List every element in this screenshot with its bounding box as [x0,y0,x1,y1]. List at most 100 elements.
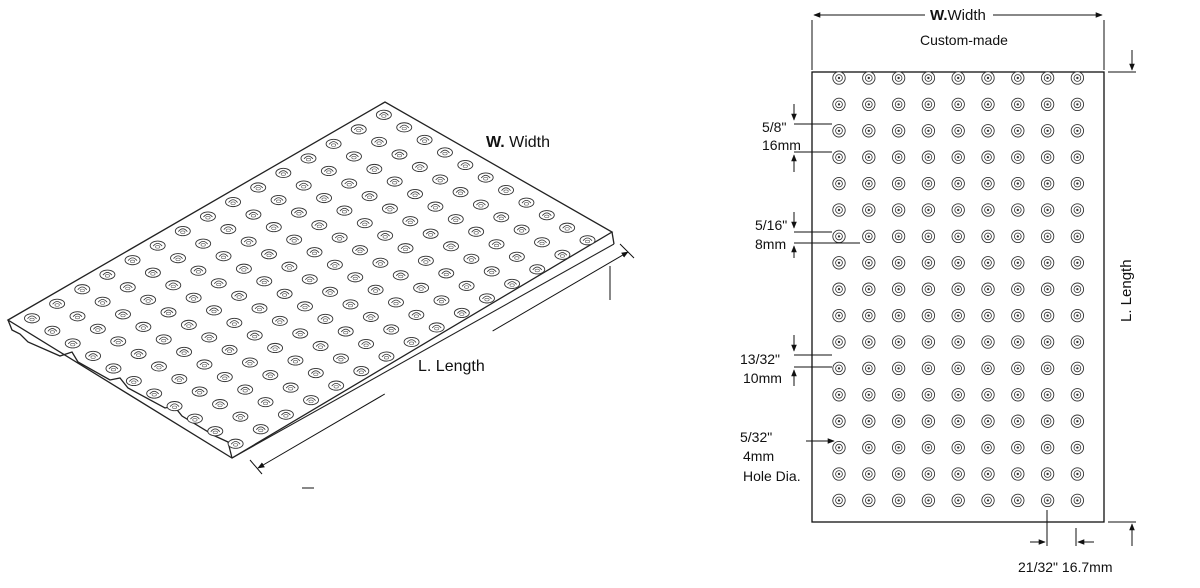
plan-bump [891,414,906,428]
plan-bump [891,124,906,138]
iso-bump [196,359,213,370]
plan-bump [981,97,995,112]
iso-bump [49,298,66,309]
iso-bump [488,239,505,250]
plan-bump [891,467,906,481]
plan-bump [832,493,846,508]
plan-bump [862,388,876,402]
iso-bump [69,311,86,322]
iso-bump [427,201,444,212]
iso-bump [271,315,288,326]
iso-bump [402,216,419,227]
iso-bump [237,384,254,395]
iso-bump [232,411,249,422]
iso-bump [186,413,203,424]
iso-bump [191,386,208,397]
iso-bump [130,348,147,359]
iso-bump [277,409,294,420]
plan-bump [832,150,846,164]
plan-bump [1011,203,1025,217]
iso-bump [199,211,216,222]
plan-plank-outline [811,71,1105,523]
plan-bump [862,176,876,191]
plan-bump [1011,493,1025,508]
iso-bump [458,280,475,291]
plan-bump [1011,97,1025,112]
plan-bump [832,97,846,112]
iso-bump [367,284,384,295]
iso-bump [391,149,408,160]
iso-bump [267,342,284,354]
plan-bump [1070,97,1085,112]
plan-bump [921,308,936,323]
iso-bump [180,319,197,330]
iso-bump [160,307,177,318]
iso-bump [559,222,576,233]
plan-bump [921,229,936,244]
plan-bump [981,388,995,402]
plan-bump [1040,361,1055,376]
plan-bump [1040,203,1055,217]
iso-bump [396,122,413,133]
iso-bump [328,380,345,391]
iso-bump [251,303,268,314]
plan-bump [1070,203,1085,217]
iso-bump [135,321,152,332]
iso-bump [381,203,398,214]
plan-bump [1011,440,1025,455]
iso-bump [231,290,248,301]
iso-bump [195,238,212,249]
plan-bump [1011,71,1025,85]
iso-bump [317,313,334,324]
iso-bump [386,176,403,187]
iso-bump [74,284,91,295]
plan-bump [1040,467,1055,481]
plan-bump [891,388,906,402]
iso-bump [276,288,293,299]
iso-bump [165,280,182,291]
iso-length-label: L. Length [418,358,485,375]
iso-bump [282,382,299,393]
plan-bump [862,97,876,112]
plan-bump [951,440,965,455]
plan-bump [862,203,876,217]
plan-bump [891,440,906,455]
plan-bump [862,361,876,376]
iso-bump [286,234,303,245]
plan-bump [1011,176,1025,191]
iso-bump [422,228,439,239]
iso-bump [529,264,546,275]
plan-bump [1011,229,1025,244]
plan-bump [1070,414,1085,428]
iso-bump [250,182,267,193]
plan-bump [1040,71,1055,85]
iso-bump [226,317,243,328]
iso-bump [477,172,494,183]
iso-bump [149,240,166,251]
iso-bump [290,207,307,218]
iso-bump [508,251,525,262]
plan-bump [921,124,936,138]
plan-bump [1040,414,1055,428]
plan-bump [891,176,906,191]
iso-bump [235,263,252,274]
iso-bump [416,134,433,145]
plan-bump [921,71,936,85]
plan-bump [951,124,965,138]
iso-bump [246,330,263,341]
iso-bump [457,159,474,171]
plan-bump [1070,388,1085,402]
iso-bump [146,388,163,399]
plan-bump [951,388,965,402]
plan-bump [862,414,876,428]
plan-bump [832,308,846,323]
plan-bump [891,493,906,508]
plan-bump [1070,229,1085,244]
plan-bump [921,414,936,428]
iso-bump [166,401,183,412]
iso-bump [316,192,333,204]
plan-bump [891,308,906,323]
plan-bump [891,97,906,112]
offset-inch-label: 5/16" [755,217,787,233]
iso-view: W. Width L. Length [6,101,635,489]
